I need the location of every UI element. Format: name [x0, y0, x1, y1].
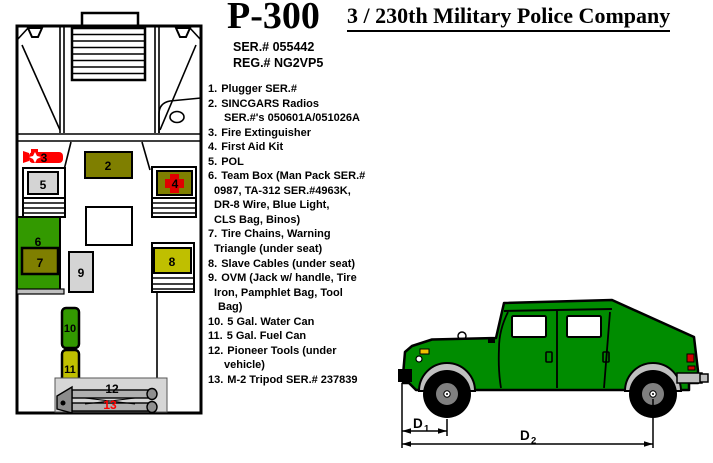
rear-door-window	[566, 315, 602, 338]
plan-box-pol: 5	[22, 167, 66, 218]
plan-id: P-300	[227, 0, 320, 37]
dimension-label-d1: D 1	[413, 416, 430, 435]
plan-label-11: 11	[64, 364, 76, 376]
plan-label-13: 13	[103, 398, 117, 412]
plan-box-first-aid: 4	[151, 166, 197, 218]
rear-wheel	[629, 370, 677, 418]
humvee-side-view	[398, 298, 709, 418]
door-handle-icon	[602, 351, 610, 363]
plan-label-10: 10	[64, 323, 76, 335]
svg-text:D: D	[520, 428, 530, 443]
plan-cargo-area: 12 13	[54, 377, 168, 414]
svg-text:D: D	[413, 416, 423, 431]
front-door-window	[511, 315, 547, 338]
plan-label-9: 9	[78, 266, 85, 280]
plan-box-radios: 2	[84, 151, 133, 179]
plan-box-ovm: 9	[68, 251, 94, 293]
dimension-lines	[401, 383, 654, 448]
fuel-cap-icon	[169, 110, 185, 124]
right-mirror-icon	[174, 27, 192, 38]
plan-label-7: 7	[37, 256, 44, 270]
tripod-foot	[146, 400, 158, 414]
dimension-label-d2: D 2	[520, 428, 536, 447]
door-handle-icon	[545, 351, 553, 363]
plan-box-team-box: 6 7	[16, 216, 65, 295]
list-item: 4.First Aid Kit	[208, 141, 284, 154]
list-item: 11.5 Gal. Fuel Can	[208, 330, 307, 343]
first-aid-cross-icon	[165, 174, 184, 193]
transmission-tunnel	[85, 206, 133, 246]
fire-extinguisher-icon: 3	[23, 149, 63, 165]
roof-line	[503, 308, 613, 312]
list-item: 12.Pioneer Tools (under vehicle)	[208, 344, 337, 372]
svg-text:1: 1	[424, 424, 430, 435]
headlight-icon	[415, 355, 423, 363]
plan-label-8: 8	[169, 255, 176, 269]
unit-title: 3 / 230th Military Police Company	[347, 3, 671, 32]
plan-box-tire-chains	[20, 246, 60, 276]
plan-label-3: 3	[41, 151, 48, 165]
plan-label-2: 2	[105, 159, 112, 173]
equipment-list: 1.Plugger SER.# 2.SINCGARS Radios SER.#'…	[208, 82, 398, 387]
list-item: 6.Team Box (Man Pack SER.# 0987, TA-312 …	[208, 170, 366, 226]
plan-box-slave-cables: 8	[151, 242, 195, 293]
fuel-filler-cutout	[158, 97, 202, 133]
fender-lines	[16, 26, 202, 131]
engine-grille	[70, 26, 147, 82]
front-wheel	[423, 370, 471, 418]
list-item: 1.Plugger SER.#	[208, 83, 297, 95]
windshield-band	[17, 133, 201, 142]
door-seams	[497, 311, 611, 389]
list-item: 2.SINCGARS Radios SER.#'s 050601A/051026…	[208, 97, 360, 125]
plan-box-water-can: 10	[60, 306, 81, 350]
plan-label-6: 6	[35, 235, 42, 249]
list-item: 3.Fire Extinguisher	[208, 126, 312, 139]
tripod-head	[56, 385, 73, 414]
front-bumper	[398, 369, 412, 382]
plan-label-12: 12	[105, 382, 119, 396]
side-mirror-icon	[488, 338, 495, 343]
plan-label-4: 4	[172, 177, 179, 191]
list-item: 7.Tire Chains, Warning Triangle (under s…	[208, 228, 331, 256]
left-mirror-icon	[26, 27, 44, 38]
tail-reflector-icon	[687, 365, 696, 371]
front-marker-light-icon	[419, 348, 430, 355]
svg-text:2: 2	[531, 436, 536, 447]
humvee-body	[401, 298, 700, 392]
list-item: 5.POL	[208, 155, 244, 168]
vehicle-load-plan-diagram: 2 3 5	[15, 11, 203, 415]
list-item: 13.M-2 Tripod SER.# 237839	[208, 373, 358, 386]
plan-label-5: 5	[40, 178, 47, 192]
rear-bumper	[676, 372, 703, 384]
vehicle-registration: REG.# NG2VP5	[233, 56, 324, 70]
list-item: 10.5 Gal. Water Can	[208, 315, 315, 328]
dash-console-lines	[63, 141, 151, 171]
tripod-foot	[146, 387, 158, 401]
list-item: 9.OVM (Jack w/ handle, Tire Iron, Pamphl…	[208, 272, 357, 314]
tail-light-icon	[686, 353, 695, 363]
list-item: 8.Slave Cables (under seat)	[208, 257, 356, 270]
vehicle-serial: SER.# 055442	[233, 40, 315, 54]
rear-bumper-step	[699, 373, 709, 383]
